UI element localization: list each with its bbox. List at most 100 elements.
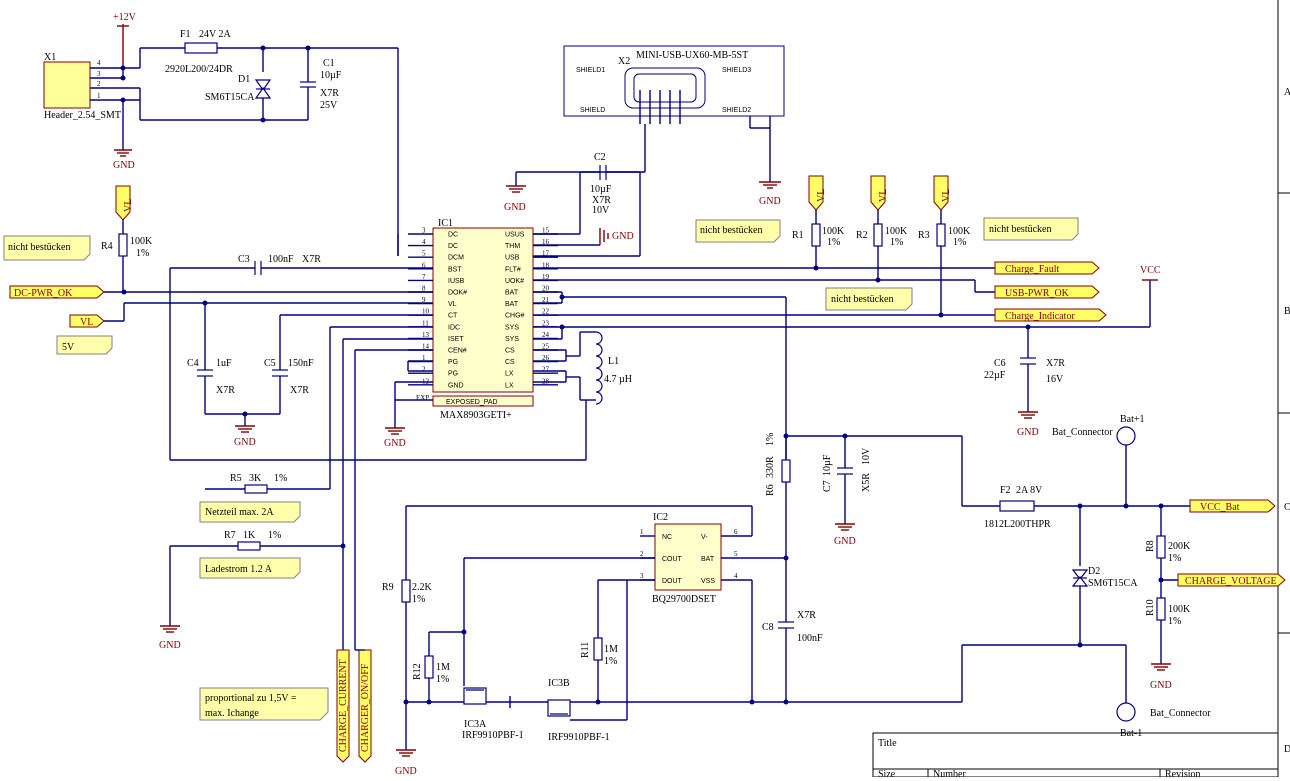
gnd-label-usb: GND: [504, 202, 526, 213]
x2-shield1: SHIELD1: [576, 67, 605, 74]
diode-d1[interactable]: [254, 79, 272, 92]
c4-value: 1uF: [216, 358, 232, 369]
r3-tol: 1%: [953, 237, 966, 248]
ic1-pin-number: 9: [422, 296, 426, 304]
l1-value: 4.7 µH: [604, 374, 632, 385]
mosfet-ic3b[interactable]: [547, 699, 571, 717]
fuse-f1[interactable]: [184, 42, 218, 54]
bat-neg-value: Bat_Connector: [1150, 708, 1211, 719]
net-port-charge-current: [336, 649, 350, 763]
net-label-vcc-bat: VCC_Bat: [1200, 502, 1240, 513]
gnd-label-ic1: GND: [384, 438, 406, 449]
net-ports: Charge_Fault USB-PWR_OK Charge_Indicator…: [9, 261, 1286, 763]
resistor-r5[interactable]: [244, 484, 268, 494]
ic1-pin-name: SYS: [505, 336, 519, 343]
bat-pos-connector[interactable]: [1116, 426, 1136, 446]
x1-header[interactable]: [43, 61, 91, 109]
note-text-netzteil: Netzteil max. 2A: [205, 507, 274, 518]
ic1-body[interactable]: [432, 227, 534, 393]
zone-label-a: A: [1284, 87, 1290, 98]
r4-value: 100K: [130, 236, 153, 247]
r2-tol: 1%: [890, 237, 903, 248]
bat-pos-value: Bat_Connector: [1052, 427, 1113, 438]
resistor-r12[interactable]: [424, 655, 434, 679]
x2-mini-usb[interactable]: [563, 45, 785, 117]
bat-pos-ref: Bat+1: [1120, 414, 1145, 425]
r6-ref: R6: [765, 484, 776, 496]
resistor-r8[interactable]: [1156, 535, 1166, 559]
zone-label-b: B: [1284, 306, 1290, 317]
note-text-5v: 5V: [62, 342, 75, 353]
vl-power-port-r3: [933, 175, 949, 211]
ic1-pin-name: GND: [448, 382, 464, 389]
c4-dielectric: X7R: [216, 385, 235, 396]
ic1-pin-name: SYS: [505, 324, 519, 331]
resistor-r3[interactable]: [936, 223, 946, 247]
ic1-pin-name: IDC: [448, 324, 460, 331]
vl-label-r2: VL: [878, 189, 889, 202]
net-label-dc-pwr-ok: DC-PWR_OK: [14, 288, 73, 299]
resistor-r9[interactable]: [401, 579, 411, 603]
r5-ref: R5: [230, 473, 242, 484]
ic3b-ref: IC3B: [548, 678, 570, 689]
ic1-pin-number: 16: [542, 238, 550, 246]
ic1-pin-number: 8: [422, 285, 426, 293]
r10-value: 100K: [1168, 604, 1191, 615]
r7-ref: R7: [224, 530, 236, 541]
c7-value: 10µF: [822, 454, 833, 476]
f2-value: 1812L200THPR: [984, 519, 1051, 530]
ic2-value: BQ29700DSET: [652, 594, 716, 605]
resistor-r7[interactable]: [237, 541, 261, 551]
resistor-r2[interactable]: [873, 223, 883, 247]
resistor-r10[interactable]: [1156, 597, 1166, 621]
net-label-charge-fault: Charge_Fault: [1005, 264, 1059, 275]
x1-ref: X1: [44, 52, 56, 63]
net-label-usb-pwr-ok: USB-PWR_OK: [1005, 288, 1070, 299]
ic2-body[interactable]: [654, 523, 722, 591]
r12-tol: 1%: [436, 674, 449, 685]
bat-neg-connector[interactable]: [1116, 702, 1136, 722]
d1-ref: D1: [238, 74, 250, 85]
inductor-l1[interactable]: [595, 331, 603, 405]
r10-ref: R10: [1145, 599, 1156, 616]
zone-label-d: D: [1284, 744, 1290, 755]
ic2-pin-name: BAT: [701, 556, 715, 563]
c1-ref: C1: [323, 58, 335, 69]
net-port-vcc-bat: [1189, 499, 1276, 513]
f1-rating: 24V 2A: [199, 29, 232, 40]
ic1-pin-name: IUSB: [448, 278, 465, 285]
input-power-section: +12V X1 Header_2.54_SMT 4 3 2 1 GND F1 2…: [43, 12, 399, 256]
ic1-pin-name: BST: [448, 266, 462, 273]
ic1-pin-number: 1: [422, 354, 426, 362]
ic1-pin-number: 3: [422, 227, 426, 235]
mosfet-ic3a[interactable]: [463, 687, 487, 705]
r9-value: 2.2K: [412, 582, 433, 593]
c6-voltage: 16V: [1046, 374, 1064, 385]
note-text-ladestrom: Ladestrom 1.2 A: [205, 564, 273, 575]
resistor-r6[interactable]: [781, 459, 791, 483]
ic1-max8903: IC1 3DC4DC5DCM6BST7IUSB8DOK#9VL10CT11IDC…: [384, 218, 558, 449]
note-text-r1: nicht bestücken: [700, 225, 762, 236]
resistor-r4[interactable]: [118, 233, 128, 257]
resistor-r11[interactable]: [593, 637, 603, 661]
power-12v-label: +12V: [113, 12, 137, 23]
r6-value: 330R: [765, 456, 776, 478]
ic1-pin-name: LX: [505, 371, 514, 378]
f1-value: 2920L200/24DR: [165, 64, 233, 75]
battery-section: R6 330R 1% GND C7 10µF X5R 10V F2 2A 8V …: [765, 414, 1211, 739]
net-label-charge-current: CHARGE_CURRENT: [338, 659, 349, 752]
note-ladestrom: [199, 557, 301, 579]
resistor-r1[interactable]: [811, 223, 821, 247]
pullup-resistors: VL R1 100K 1% VL R2 100K 1% VL R3 100K 1…: [792, 175, 971, 318]
ic1-pin-number: 10: [422, 308, 430, 316]
gnd-label-r7: GND: [159, 640, 181, 651]
x2-value: MINI-USB-UX60-MB-5ST: [636, 50, 748, 61]
fuse-f2[interactable]: [999, 500, 1035, 512]
gnd-label-x2: GND: [759, 196, 781, 207]
ic1-pin-name: PG: [448, 371, 458, 378]
note-netzteil: [199, 501, 301, 523]
diode-d2[interactable]: [1071, 569, 1089, 580]
ic1-pin-name: USUS: [505, 232, 525, 239]
